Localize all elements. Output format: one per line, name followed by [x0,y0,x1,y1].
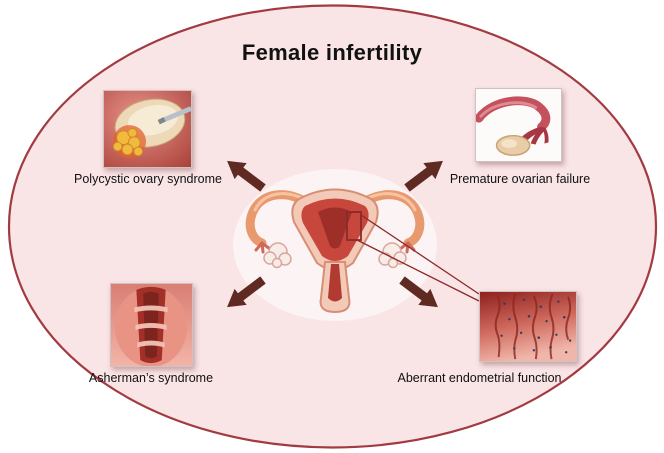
pcos-illustration [104,91,191,167]
pof-illustration [476,89,561,161]
endometrial-label: Aberrant endometrial function [397,371,562,385]
ovary-left-icon [263,242,292,269]
arrow-top-left-icon [227,160,266,192]
arrow-bottom-right-icon [399,276,438,308]
pcos-thumbnail [103,90,192,168]
asherman-label: Asherman’s syndrome [88,371,214,385]
asherman-thumbnail [110,283,193,367]
endometrium-thumbnail [479,291,577,362]
pof-label: Premature ovarian failure [449,172,591,186]
endometrium-callout [346,211,480,302]
fimbriae-right-icon [398,241,416,254]
diagram-title: Female infertility [241,40,423,65]
asherman-illustration [111,284,192,366]
endometrium-illustration [480,292,576,361]
arrow-top-right-icon [404,160,443,192]
uterus-illustration [233,169,437,321]
pof-thumbnail [475,88,562,162]
fimbriae-left-icon [254,241,272,254]
pcos-label: Polycystic ovary syndrome [74,172,222,186]
arrow-bottom-left-icon [227,276,266,308]
